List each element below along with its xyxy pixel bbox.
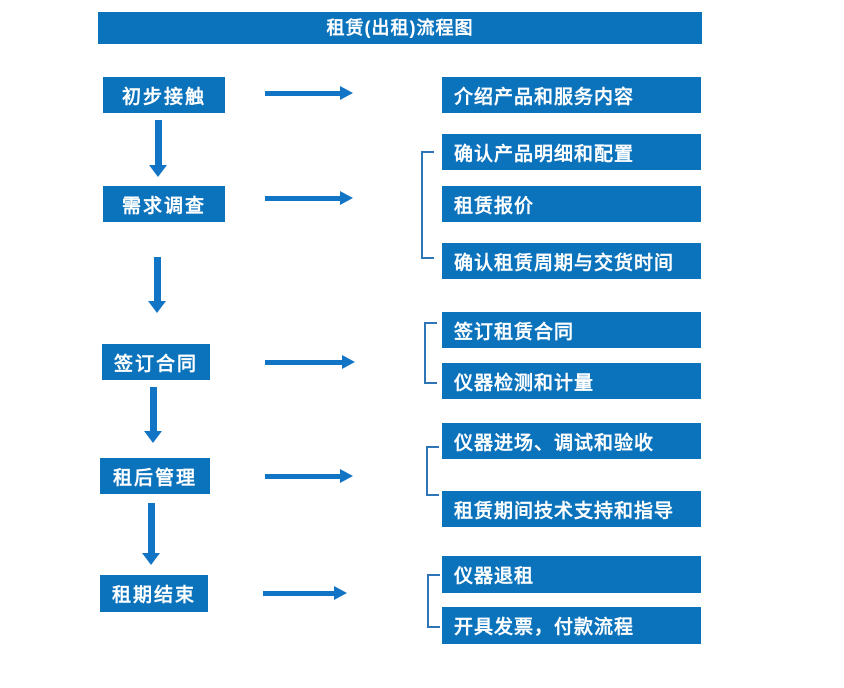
group-bracket <box>427 574 440 628</box>
detail-confirm-period-delivery: 确认租赁周期与交货时间 <box>442 243 701 279</box>
down-arrow-icon <box>144 387 162 443</box>
right-arrow-icon <box>265 191 353 205</box>
detail-invoice-payment-process: 开具发票，付款流程 <box>442 607 701 644</box>
detail-instrument-arrival-debug-acceptance: 仪器进场、调试和验收 <box>442 423 701 459</box>
detail-technical-support-guidance: 租赁期间技术支持和指导 <box>442 491 701 527</box>
right-arrow-icon <box>265 469 353 483</box>
step-sign-contract: 签订合同 <box>102 344 210 380</box>
down-arrow-icon <box>148 257 166 313</box>
detail-sign-rental-contract: 签订租赁合同 <box>442 312 701 348</box>
detail-introduce-products-services: 介绍产品和服务内容 <box>442 77 701 113</box>
flowchart-title: 租赁(出租)流程图 <box>98 12 702 44</box>
step-initial-contact: 初步接触 <box>103 77 225 113</box>
step-lease-end: 租期结束 <box>100 575 208 612</box>
group-bracket <box>424 322 437 384</box>
detail-instrument-inspection-metering: 仪器检测和计量 <box>442 363 701 399</box>
detail-confirm-product-config: 确认产品明细和配置 <box>442 134 701 170</box>
group-bracket <box>426 446 439 496</box>
step-post-rental-management: 租后管理 <box>100 458 210 494</box>
right-arrow-icon <box>265 86 353 100</box>
detail-instrument-return: 仪器退租 <box>442 556 701 593</box>
right-arrow-icon <box>265 355 355 369</box>
step-demand-survey: 需求调查 <box>103 186 225 222</box>
right-arrow-icon <box>263 586 347 600</box>
detail-rental-quotation: 租赁报价 <box>442 186 701 222</box>
group-bracket <box>421 151 434 259</box>
down-arrow-icon <box>142 503 160 565</box>
down-arrow-icon <box>149 120 167 177</box>
